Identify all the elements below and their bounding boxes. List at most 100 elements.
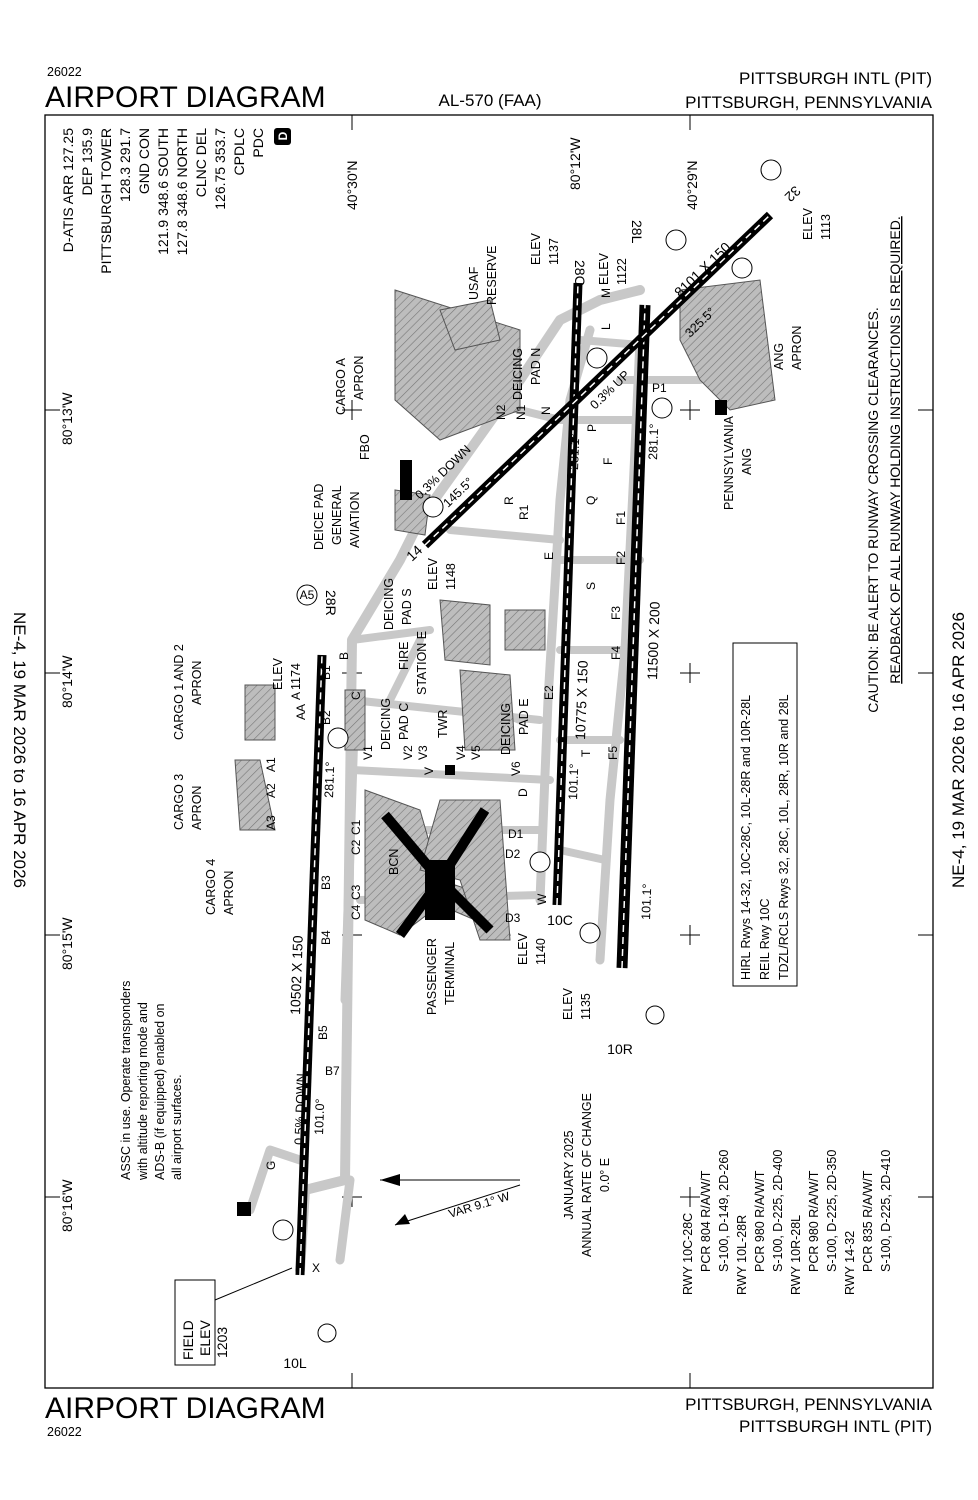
elev-value-28C: 1137 xyxy=(547,238,561,265)
elev-value-28R: 1174 xyxy=(289,663,303,690)
fire-station-label: FIRE xyxy=(397,642,411,670)
fbo-label: FBO xyxy=(358,434,372,460)
cargo-3-label: APRON xyxy=(190,786,204,830)
footer-airport: PITTSBURGH INTL (PIT) xyxy=(739,1417,932,1436)
taxiway-F2: F2 xyxy=(614,551,628,565)
approach-lighting-icon xyxy=(665,229,687,251)
taxiway-X: X xyxy=(312,1261,320,1275)
deicing-pad-s-label: PAD S xyxy=(400,588,414,625)
runway-dimensions-10C: 10775 X 150 xyxy=(572,660,591,740)
runway-data-strength: S-100, D-225, 2D-350 xyxy=(825,1150,839,1272)
runway-data-rwy: RWY 10R-28L xyxy=(789,1215,803,1295)
passenger-terminal-label: PASSENGER xyxy=(425,938,439,1015)
terminal-building xyxy=(381,807,494,938)
deicing-pad-e-label: DEICING xyxy=(499,703,513,755)
runway-label-10C: 10C xyxy=(547,912,573,928)
beacon-label: BCN xyxy=(387,849,401,875)
taxiway-Q: Q xyxy=(584,496,598,505)
taxiway-A: A xyxy=(289,692,303,700)
taxiway-V1: V1 xyxy=(361,745,375,760)
approach-lighting: A5 xyxy=(296,159,782,1343)
effective-dates-right: NE-4, 19 MAR 2026 to 16 APR 2026 xyxy=(949,612,968,888)
deicing-pad-n-label: DEICING xyxy=(511,348,525,400)
taxiway-G: G xyxy=(264,1161,278,1170)
runway-label-32: 32 xyxy=(782,183,804,205)
taxiway-F4: F4 xyxy=(609,646,623,660)
longitude-80-12: 80°12'W xyxy=(567,137,583,190)
agency-label: AL-570 (FAA) xyxy=(439,91,542,110)
runway-data-rwy: RWY 10L-28R xyxy=(735,1215,749,1295)
runway-data-strength: S-100, D-149, 2D-260 xyxy=(717,1150,731,1272)
runway-data-rwy: RWY 10C-28C xyxy=(681,1213,695,1295)
cargo-3-apron xyxy=(234,759,276,831)
cargo-4-label: APRON xyxy=(222,871,236,915)
elev-label: ELEV xyxy=(529,232,543,265)
taxiway-L: L xyxy=(599,323,613,330)
taxiway-A2: A2 xyxy=(264,783,278,798)
runway-label-10L: 10L xyxy=(283,1355,307,1371)
fire-station-area xyxy=(504,609,546,651)
magnetic-north-arrow-icon xyxy=(395,1214,410,1225)
magnetic-variation: VAR 9.1° W JANUARY 2025 ANNUAL RATE OF C… xyxy=(380,1093,612,1257)
building xyxy=(237,1202,251,1216)
approach-lighting-icon xyxy=(317,1323,337,1343)
assc-note-line: ADS-B (if equipped) enabled on xyxy=(153,1003,167,1180)
variation-label: VAR 9.1° W xyxy=(447,1189,512,1221)
taxiway-R: R xyxy=(502,496,516,505)
field-elev-value: 1203 xyxy=(214,1327,230,1358)
chart-title: AIRPORT DIAGRAM xyxy=(45,81,326,114)
elev-label: ELEV xyxy=(801,207,815,240)
gradient-14: 0.3% UP xyxy=(587,368,632,412)
parking-icon xyxy=(731,257,753,279)
runway-data-pcr: PCR 980 R/A/W/T xyxy=(807,1170,821,1272)
footer-title: AIRPORT DIAGRAM xyxy=(45,1392,326,1425)
deicing-pad-n-label: PAD N xyxy=(529,348,543,385)
field-elevation-box xyxy=(174,1279,216,1366)
taxiway-D3: D3 xyxy=(505,911,521,925)
lighting-note: REIL Rwy 10C xyxy=(758,898,772,980)
approach-lighting-icon xyxy=(760,159,782,181)
taxiway-C2: C2 xyxy=(349,839,363,855)
cargo-4-label: CARGO 4 xyxy=(204,859,218,915)
freq-line: DEP 135.9 xyxy=(79,128,95,196)
terminal-core xyxy=(425,860,455,920)
runway-data-strength: S-100, D-225, 2D-400 xyxy=(771,1150,785,1272)
taxiway-D2: D2 xyxy=(505,847,521,861)
taxiway-V6: V6 xyxy=(509,761,523,776)
field-elev-label: ELEV xyxy=(197,1320,213,1356)
deicing-pad-c-label: PAD C xyxy=(397,703,411,740)
parking-icon xyxy=(272,1219,294,1241)
cargo-3-label: CARGO 3 xyxy=(172,774,186,830)
assc-note: ASSC in use. Operate transponders with a… xyxy=(119,981,184,1181)
freq-line: PDC xyxy=(250,128,266,158)
runway-data-rwy: RWY 14-32 xyxy=(843,1231,857,1295)
ang-building xyxy=(715,400,727,415)
runway-label-28C: 28C xyxy=(572,260,588,286)
taxiway-E: E xyxy=(542,552,556,560)
taxiway-B5: B5 xyxy=(316,1025,330,1040)
freq-line: 128.3 291.7 xyxy=(117,128,133,202)
deicing-pad-s xyxy=(439,599,491,666)
taxiway-D: D xyxy=(516,788,530,797)
approach-lighting-icon xyxy=(645,1005,665,1025)
magnetic-date: JANUARY 2025 xyxy=(562,1130,576,1219)
elev-label: ELEV xyxy=(561,987,575,1020)
taxiway-C3: C3 xyxy=(349,884,363,900)
taxiway-B7: B7 xyxy=(325,1064,340,1078)
runways xyxy=(295,211,774,1276)
elev-label: ELEV xyxy=(516,932,530,965)
footer-id: 26022 xyxy=(47,1425,82,1439)
elev-label: ELEV xyxy=(271,657,285,690)
taxiway-M: M xyxy=(599,288,613,298)
parking-symbols xyxy=(272,257,753,1241)
freq-line: 126.75 353.7 xyxy=(212,128,228,210)
terminal-concourse xyxy=(419,799,511,941)
fire-station-label: STATION E xyxy=(415,631,429,695)
elev-value-14: 1148 xyxy=(444,563,458,590)
taxiway-N1: N1 xyxy=(514,404,528,420)
longitude-80-13: 80°13'W xyxy=(59,392,75,445)
leader-line xyxy=(214,1267,293,1301)
deicing-pad-c xyxy=(344,689,366,751)
deice-pad-ga-label: GENERAL xyxy=(330,485,344,545)
